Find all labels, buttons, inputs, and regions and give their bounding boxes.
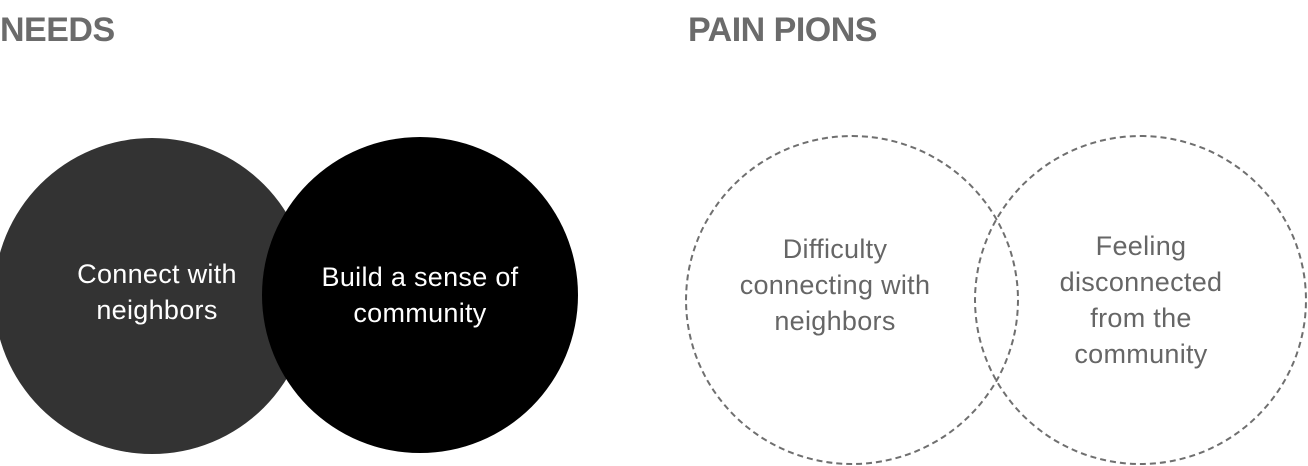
need-label-line: community [353,298,487,328]
pain-label-line: from the [1090,303,1192,333]
pain-label-disconnected: Feeling disconnected from the community [1025,228,1257,372]
need-label-line: Connect with [77,259,237,289]
pain-label-line: disconnected [1059,267,1223,297]
pain-label-line: Difficulty [782,234,888,264]
pain-label-line: neighbors [774,306,896,336]
need-label-line: neighbors [96,295,218,325]
pain-label-line: community [1074,339,1208,369]
pain-label-line: Feeling [1095,231,1187,261]
needs-heading: NEEDS [0,11,115,49]
need-label-connect: Connect with neighbors [38,256,276,328]
need-circle-community [262,137,578,453]
need-label-line: Build a sense of [321,262,519,292]
pain-circle-disconnected [974,135,1307,465]
need-circle-connect [0,138,310,454]
pain-points-heading: PAIN PIONS [688,11,877,49]
pain-label-line: connecting with [739,270,931,300]
pain-label-difficulty: Difficulty connecting with neighbors [715,231,955,339]
need-label-community: Build a sense of community [295,259,545,331]
